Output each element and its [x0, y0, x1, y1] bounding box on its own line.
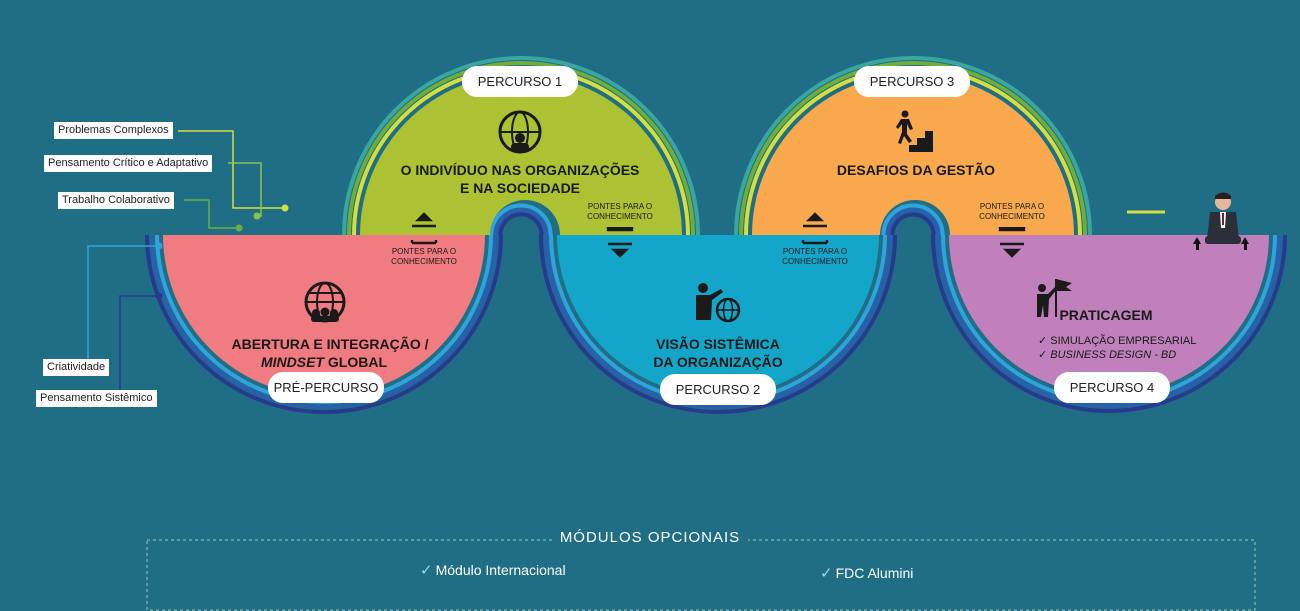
flow-band: [885, 207, 941, 236]
bridge-label-line2: CONHECIMENTO: [587, 212, 653, 221]
check-icon: ✓: [820, 565, 833, 582]
stairs-climber-icon: [896, 110, 933, 152]
percurso-1-pill-label: PERCURSO 1: [478, 74, 563, 89]
module-percurso-2: VISÃO SISTÊMICA DA ORGANIZAÇÃO PERCURSO …: [557, 235, 879, 405]
skill-label-trabalho: Trabalho Colaborativo: [58, 192, 174, 209]
flow-band: [739, 61, 1087, 236]
percurso-4-check-1: ✓ SIMULAÇÃO EMPRESARIAL: [1038, 334, 1196, 347]
pre-percurso-title-line2: MINDSET GLOBAL: [261, 354, 387, 370]
percurso-2-pill-label: PERCURSO 2: [676, 382, 761, 397]
flow-band: [881, 203, 945, 236]
pre-percurso-title-italic: MINDSET: [261, 354, 325, 370]
flow-band: [544, 234, 892, 409]
flow-band: [931, 234, 1287, 413]
bridge-label-line1: PONTES PARA O: [392, 247, 456, 256]
percurso-3-shape: [752, 74, 1074, 235]
optional-item-alumini[interactable]: ✓FDC Alumini: [820, 564, 913, 582]
flow-band: [936, 234, 1282, 408]
bridge-label-line1: PONTES PARA O: [980, 202, 1044, 211]
check-icon: ✓: [420, 562, 433, 579]
module-percurso-1: PERCURSO 1 O INDIVÍDUO NAS ORGANIZAÇÕES …: [360, 66, 682, 235]
module-percurso-4: PRATICAGEM ✓ SIMULAÇÃO EMPRESARIAL ✓ BUS…: [949, 235, 1269, 403]
module-pre-percurso: ABERTURA E INTEGRAÇÃO / MINDSET GLOBAL P…: [163, 235, 485, 403]
bridge-label-line2: CONHECIMENTO: [979, 212, 1045, 221]
pre-percurso-pill-label: PRÉ-PERCURSO: [274, 380, 379, 395]
globe-people-icon: [304, 281, 346, 323]
flow-band: [493, 207, 549, 236]
flow-band: [498, 212, 544, 236]
optional-item-alumini-label: FDC Alumini: [835, 565, 914, 581]
businessman-icon: [1193, 192, 1249, 250]
module-percurso-3: PERCURSO 3 DESAFIOS DA GESTÃO: [752, 66, 1074, 235]
skill-label-pensamento-critico: Pensamento Crítico e Adaptativo: [44, 155, 213, 172]
skill-label-problemas: Problemas Complexos: [54, 122, 173, 139]
percurso-1-title-line2: E NA SOCIEDADE: [460, 180, 580, 196]
percurso-4-check-2: ✓ BUSINESS DESIGN - BD: [1038, 349, 1176, 361]
optional-modules-box: [146, 539, 1256, 611]
percurso-1-pill[interactable]: [462, 66, 578, 97]
flow-band: [145, 234, 503, 414]
optional-item-internacional[interactable]: ✓Módulo Internacional: [420, 561, 566, 579]
percurso-4-pill[interactable]: [1054, 372, 1170, 403]
percurso-4-pill-label: PERCURSO 4: [1070, 380, 1155, 395]
pre-percurso-pill[interactable]: [268, 372, 384, 403]
optional-modules-title-text: MÓDULOS OPCIONAIS: [551, 529, 749, 546]
flow-band: [342, 56, 700, 236]
bridge-label-line2: CONHECIMENTO: [391, 257, 457, 266]
flow-band: [150, 234, 498, 409]
percurso-4-title: PRATICAGEM: [1059, 307, 1152, 323]
percurso-3-pill[interactable]: [854, 66, 970, 97]
skill-label-criatividade: Criatividade: [43, 359, 110, 376]
percurso-4-check-2-text: BUSINESS DESIGN - BD: [1050, 349, 1176, 361]
pre-percurso-title-line1: ABERTURA E INTEGRAÇÃO /: [231, 335, 428, 352]
percurso-2-pill[interactable]: [660, 374, 776, 405]
percurso-1-shape: [360, 74, 682, 235]
percurso-4-check-1-text: SIMULAÇÃO EMPRESARIAL: [1050, 334, 1196, 347]
globe-people-icon: [498, 110, 542, 154]
flow-band: [734, 56, 1092, 236]
optional-modules-title: MÓDULOS OPCIONAIS: [0, 529, 1300, 546]
presenter-globe-icon: [696, 283, 741, 323]
flow-band: [347, 61, 695, 236]
skill-label-pensamento-sistemico: Pensamento Sistêmico: [36, 390, 157, 407]
flow-band: [539, 234, 897, 414]
flag-person-icon: [1036, 279, 1072, 317]
bridge-label-line1: PONTES PARA O: [783, 247, 847, 256]
percurso-4-shape: [949, 235, 1269, 395]
percurso-2-title-line2: DA ORGANIZAÇÃO: [653, 353, 782, 370]
skill-connectors: [87, 130, 289, 390]
optional-item-internacional-label: Módulo Internacional: [435, 562, 566, 578]
percurso-2-title-line1: VISÃO SISTÊMICA: [656, 335, 780, 352]
pre-percurso-title-rest: GLOBAL: [324, 354, 387, 370]
percurso-3-pill-label: PERCURSO 3: [870, 74, 955, 89]
percurso-1-title-line1: O INDIVÍDUO NAS ORGANIZAÇÕES: [401, 161, 640, 178]
percurso-3-title: DESAFIOS DA GESTÃO: [837, 161, 995, 178]
bridge-label-line1: PONTES PARA O: [588, 202, 652, 211]
bridge-label-line2: CONHECIMENTO: [782, 257, 848, 266]
flow-band: [890, 212, 936, 236]
flow-band: [489, 203, 553, 236]
